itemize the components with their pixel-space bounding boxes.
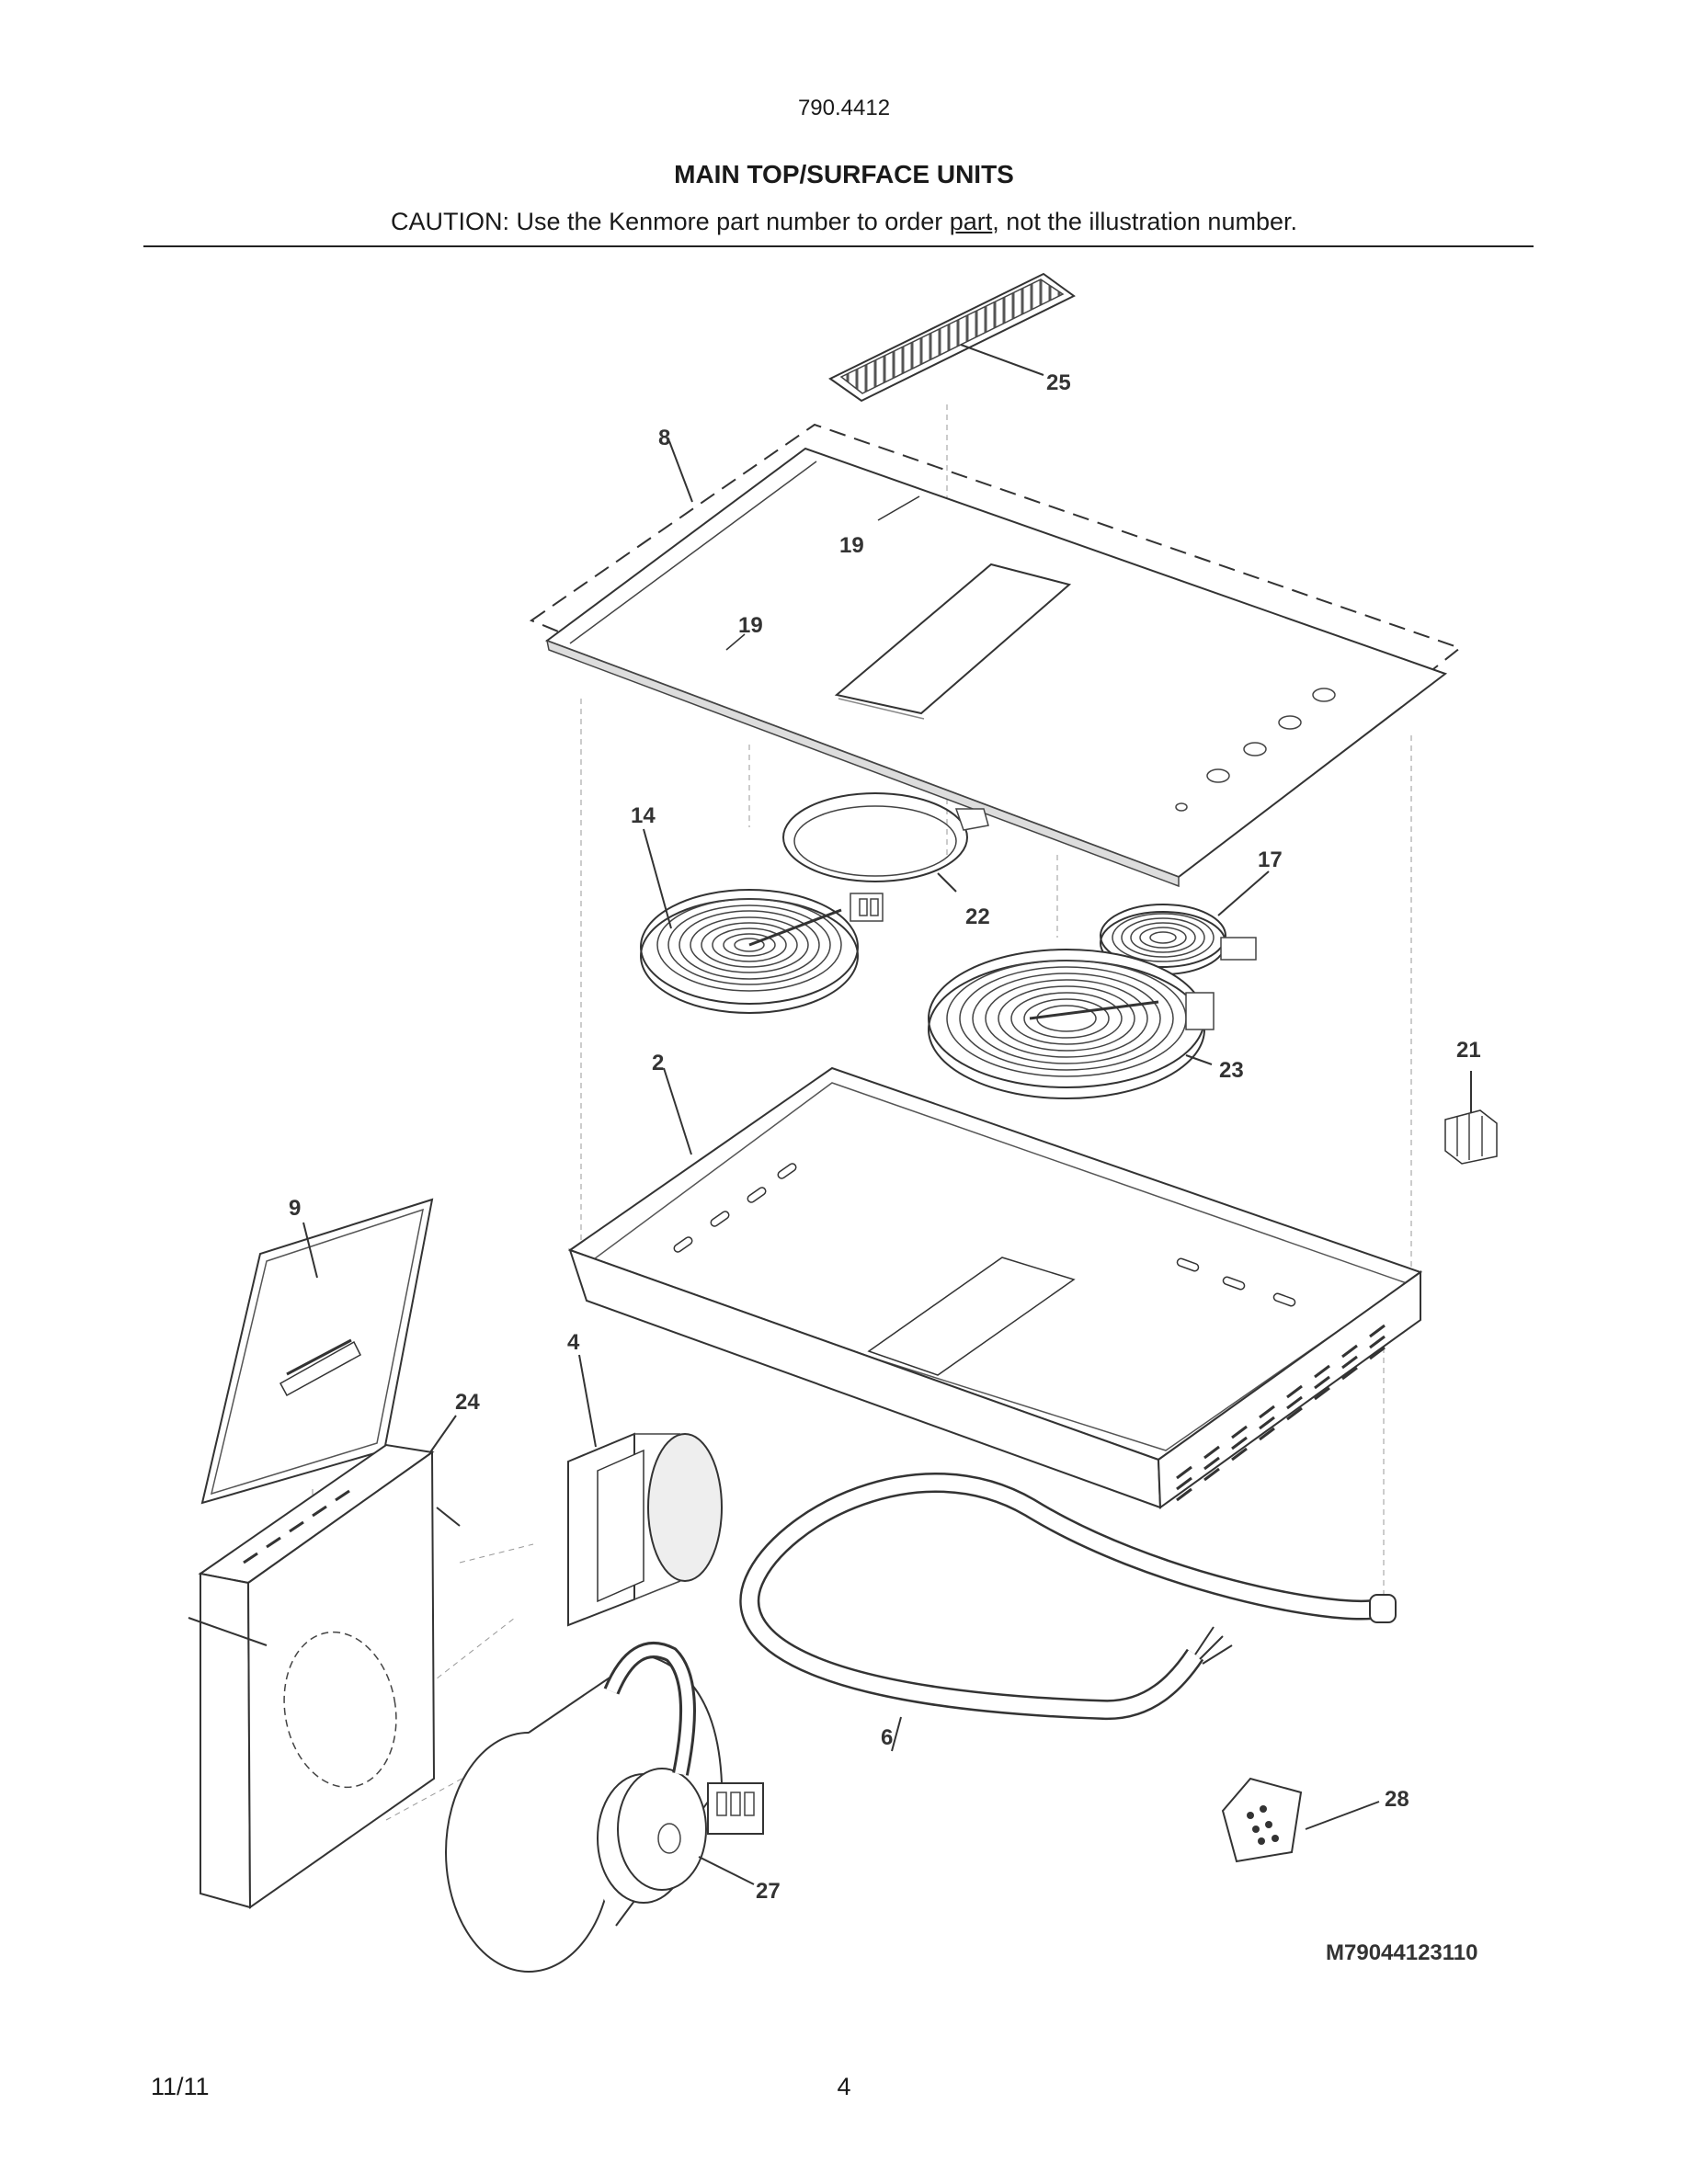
revision-date: 11/11 bbox=[151, 2073, 210, 2100]
part-28-hardware-bag bbox=[1221, 1777, 1303, 1863]
callout-4: 4 bbox=[567, 1330, 580, 1355]
part-4-transition-duct bbox=[567, 1432, 723, 1627]
callout-24: 24 bbox=[455, 1390, 480, 1415]
callout-22: 22 bbox=[965, 904, 990, 929]
part-6-wiring-harness bbox=[739, 1473, 1397, 1721]
part-25-vent-grille bbox=[828, 272, 1076, 403]
part-23-surface-element-large bbox=[928, 949, 1215, 1099]
leader-lines bbox=[302, 344, 1472, 1885]
header-divider bbox=[143, 245, 1534, 247]
callout-21: 21 bbox=[1456, 1038, 1481, 1063]
part-21-bracket-clip bbox=[1444, 1109, 1498, 1165]
callout-17: 17 bbox=[1258, 847, 1283, 872]
callout-19-upper: 19 bbox=[839, 533, 864, 558]
caution-underlined-word: part bbox=[949, 208, 993, 235]
part-14-surface-element bbox=[640, 889, 884, 1014]
caution-text-start: CAUTION: Use the Kenmore part number to … bbox=[391, 208, 950, 235]
page-number: 4 bbox=[837, 2073, 851, 2100]
part-2-chassis-pan bbox=[567, 1066, 1423, 1509]
model-number: 790.4412 bbox=[797, 96, 891, 120]
callout-9: 9 bbox=[289, 1196, 301, 1221]
caution-text-end: , not the illustration number. bbox=[992, 208, 1297, 235]
part-8-main-top-assembly bbox=[529, 423, 1463, 888]
drawing-number: M79044123110 bbox=[1326, 1940, 1478, 1965]
callout-2: 2 bbox=[652, 1051, 664, 1075]
callout-6: 6 bbox=[881, 1725, 893, 1750]
page-title: MAIN TOP/SURFACE UNITS bbox=[674, 160, 1014, 188]
part-17-surface-element-small bbox=[1100, 904, 1257, 975]
callout-27: 27 bbox=[756, 1879, 781, 1904]
callout-23: 23 bbox=[1219, 1058, 1244, 1083]
part-22-trim-ring bbox=[782, 792, 989, 882]
callout-8: 8 bbox=[658, 426, 670, 450]
caution-note: CAUTION: Use the Kenmore part number to … bbox=[0, 208, 1688, 236]
callout-19-lower: 19 bbox=[738, 613, 763, 638]
part-24-duct-housing bbox=[188, 1443, 461, 1909]
part-27-blower-motor bbox=[445, 1642, 764, 1973]
callout-25: 25 bbox=[1046, 370, 1071, 395]
part-9-gasket-panel bbox=[200, 1198, 434, 1505]
callout-28: 28 bbox=[1385, 1787, 1409, 1812]
callout-14: 14 bbox=[631, 803, 656, 828]
